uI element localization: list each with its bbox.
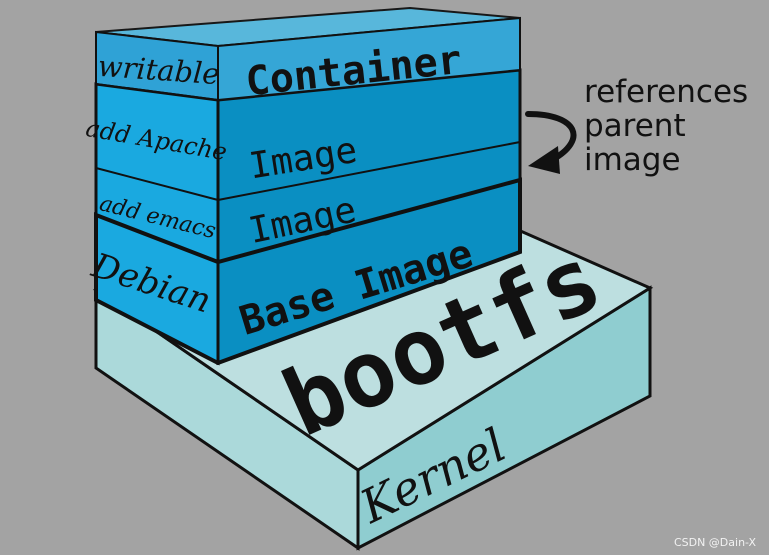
- apache-layer-divider-side: [95, 167, 219, 201]
- annotation-line-image: image: [584, 142, 681, 178]
- emacs-layer-divider-front: [217, 179, 521, 263]
- apache-layer-divider-front: [217, 141, 521, 201]
- emacs-layer-divider-side: [95, 214, 219, 263]
- annotation-line-references: references: [584, 74, 748, 110]
- container-base-edge: [95, 83, 219, 101]
- references-arrow-head: [528, 146, 560, 174]
- references-arrow: [525, 111, 577, 163]
- container-side-label: writable: [97, 49, 221, 91]
- watermark-text: CSDN @Dain-X: [674, 536, 757, 549]
- annotation-line-parent: parent: [584, 108, 686, 144]
